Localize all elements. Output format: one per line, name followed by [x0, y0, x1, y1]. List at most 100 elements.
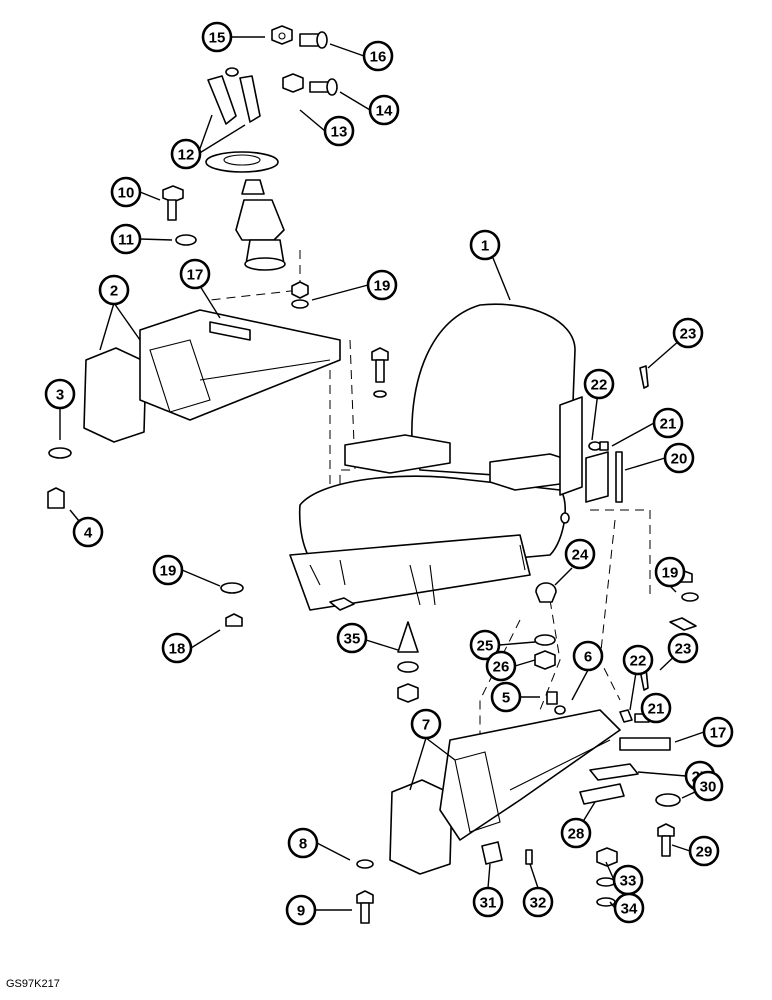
callout-21: 21 — [652, 407, 684, 439]
callout-number: 5 — [502, 690, 510, 707]
callout-15: 15 — [201, 21, 233, 53]
callout-number: 34 — [621, 901, 638, 918]
bolt-29-head — [657, 823, 675, 837]
callout-11: 11 — [110, 223, 142, 255]
callout-28: 28 — [560, 817, 592, 849]
bolt-4 — [47, 487, 65, 509]
callout-7: 7 — [410, 708, 442, 740]
callout-circle — [201, 21, 233, 53]
callout-number: 1 — [481, 238, 489, 255]
callout-23: 23 — [667, 632, 699, 664]
cover-7 — [389, 779, 453, 875]
callout-25: 25 — [469, 629, 501, 661]
callout-circle — [688, 835, 720, 867]
callout-13: 13 — [323, 115, 355, 147]
screw-32 — [525, 849, 533, 865]
nut-26 — [534, 650, 556, 670]
callout-number: 18 — [169, 641, 186, 658]
bracket-right — [585, 451, 609, 503]
callout-number: 29 — [696, 844, 713, 861]
washer-3 — [48, 447, 72, 459]
callout-number: 24 — [572, 547, 589, 564]
callout-circle — [654, 556, 686, 588]
right-bracket-assembly — [220, 582, 681, 924]
callout-circle — [410, 708, 442, 740]
callout-number: 6 — [584, 649, 592, 666]
leader-lines — [59, 36, 709, 911]
callout-circle — [472, 886, 504, 918]
callout-number: 21 — [660, 416, 677, 433]
callout-circle — [366, 269, 398, 301]
callout-circle — [564, 538, 596, 570]
spring-20 — [615, 451, 623, 503]
callout-number: 16 — [370, 49, 387, 66]
callout-number: 13 — [331, 124, 348, 141]
callout-number: 23 — [680, 326, 697, 343]
callout-22: 22 — [583, 368, 615, 400]
spacer-6 — [554, 705, 566, 715]
callout-number: 32 — [530, 895, 547, 912]
nut-13 — [282, 73, 304, 93]
clevis-12b — [239, 75, 261, 123]
callout-circle — [469, 229, 501, 261]
callout-number: 33 — [620, 873, 637, 890]
callout-35: 35 — [336, 622, 368, 654]
callout-number: 25 — [477, 638, 494, 655]
bump-stop-24 — [535, 582, 557, 603]
bracket-7 — [439, 709, 621, 841]
callout-circle — [667, 632, 699, 664]
ball-joint-assembly — [162, 25, 338, 271]
callout-number: 35 — [344, 631, 361, 648]
callout-circle — [469, 629, 501, 661]
washer-19c — [220, 582, 244, 594]
callout-21: 21 — [640, 692, 672, 724]
callout-17: 17 — [702, 716, 734, 748]
callout-circle — [613, 892, 645, 924]
callout-circle — [622, 644, 654, 676]
left-armrest — [344, 434, 451, 474]
callout-number: 23 — [675, 641, 692, 658]
nut-15 — [271, 25, 293, 45]
callout-number: 19 — [662, 565, 679, 582]
callout-4: 4 — [72, 516, 104, 548]
callout-circle — [323, 115, 355, 147]
callout-number: 19 — [374, 278, 391, 295]
callout-26: 26 — [485, 650, 517, 682]
callout-circle — [152, 554, 184, 586]
callout-31: 31 — [472, 886, 504, 918]
callout-16: 16 — [362, 40, 394, 72]
bolt-9-head — [356, 890, 374, 904]
pin-17b — [619, 737, 671, 751]
callout-circle — [362, 40, 394, 72]
callout-circle — [110, 223, 142, 255]
seat-backrest — [411, 303, 576, 481]
callout-34: 34 — [613, 892, 645, 924]
callout-number: 17 — [710, 725, 727, 742]
callout-circle — [663, 442, 695, 474]
callout-circle — [179, 258, 211, 290]
pin-23a — [639, 365, 649, 389]
callout-number: 19 — [160, 563, 177, 580]
callout-number: 21 — [648, 701, 665, 718]
callout-circle — [640, 692, 672, 724]
callout-number: 20 — [671, 451, 688, 468]
seat-base-frame — [289, 534, 531, 611]
bolt-18 — [225, 613, 243, 627]
callout-circle — [110, 176, 142, 208]
latch-27 — [589, 763, 639, 781]
callout-circle — [652, 407, 684, 439]
washer-8 — [356, 859, 374, 869]
callout-number: 22 — [630, 653, 647, 670]
ball-joint-body — [235, 199, 285, 241]
callout-6: 6 — [572, 640, 604, 672]
bolt-10-shank — [167, 199, 177, 221]
right-side-parts — [535, 365, 649, 603]
callout-10: 10 — [110, 176, 142, 208]
clevis-12a — [207, 75, 237, 125]
callout-circle — [522, 886, 554, 918]
callout-circle — [672, 317, 704, 349]
callout-1: 1 — [469, 229, 501, 261]
boot — [205, 151, 279, 173]
callout-33: 33 — [612, 864, 644, 896]
